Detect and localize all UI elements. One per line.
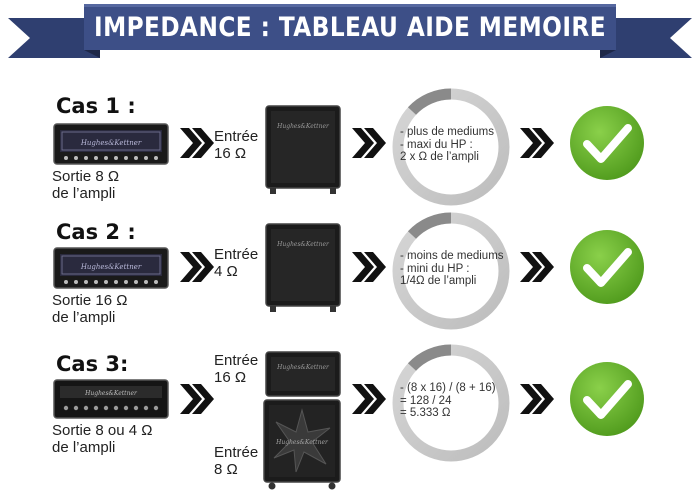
check-icon [570, 106, 644, 180]
svg-text:Hughes&Kettner: Hughes&Kettner [80, 139, 142, 147]
double-chevron-icon [352, 128, 386, 158]
double-chevron-icon [180, 252, 214, 282]
double-chevron-icon [520, 384, 554, 414]
svg-text:Hughes&Kettner: Hughes&Kettner [276, 241, 330, 248]
page-title: IMPEDANCE : TABLEAU AIDE MEMOIRE [94, 11, 607, 43]
case-title: Cas 1 : [56, 94, 136, 118]
info-ring [392, 344, 510, 462]
amp-head-image: Hughes&Kettner [53, 123, 169, 165]
speaker-cabinet-image: Hughes&Kettner [263, 399, 341, 490]
svg-text:Hughes&Kettner: Hughes&Kettner [275, 439, 329, 446]
title-banner: IMPEDANCE : TABLEAU AIDE MEMOIRE [0, 0, 700, 62]
case-notes: - (8 x 16) / (8 + 16) = 128 / 24 = 5.333… [400, 382, 496, 419]
check-icon [570, 230, 644, 304]
cabinet-input-label: Entrée 8 Ω [214, 444, 259, 478]
double-chevron-icon [180, 128, 214, 158]
speaker-cabinet-image: Hughes&Kettner [265, 223, 341, 312]
speaker-cabinet-image: Hughes&Kettner [265, 351, 341, 397]
case-notes: - plus de mediums - maxi du HP : 2 x Ω d… [400, 126, 494, 163]
case-title: Cas 3: [56, 352, 129, 376]
amp-output-label: Sortie 8 Ω de l’ampli [52, 168, 120, 202]
amp-head-image: Hughes&Kettner [53, 379, 169, 419]
case-notes: - moins de mediums - mini du HP : 1/4Ω d… [400, 250, 504, 287]
amp-head-image: Hughes&Kettner [53, 247, 169, 289]
svg-text:Hughes&Kettner: Hughes&Kettner [276, 123, 330, 130]
cabinet-input-label: Entrée 16 Ω [214, 352, 259, 386]
double-chevron-icon [180, 384, 214, 414]
cabinet-input-label: Entrée 16 Ω [214, 128, 259, 162]
double-chevron-icon [352, 252, 386, 282]
info-ring [392, 88, 510, 206]
case-title: Cas 2 : [56, 220, 136, 244]
double-chevron-icon [520, 252, 554, 282]
check-icon [570, 362, 644, 436]
ribbon-shape [8, 4, 692, 58]
amp-output-label: Sortie 8 ou 4 Ω de l’ampli [52, 422, 153, 456]
svg-text:Hughes&Kettner: Hughes&Kettner [276, 364, 330, 371]
cabinet-input-label: Entrée 4 Ω [214, 246, 259, 280]
double-chevron-icon [520, 128, 554, 158]
double-chevron-icon [352, 384, 386, 414]
speaker-cabinet-image: Hughes&Kettner [265, 105, 341, 194]
svg-text:Hughes&Kettner: Hughes&Kettner [84, 390, 138, 397]
info-ring [392, 212, 510, 330]
amp-output-label: Sortie 16 Ω de l’ampli [52, 292, 128, 326]
svg-text:Hughes&Kettner: Hughes&Kettner [80, 263, 142, 271]
